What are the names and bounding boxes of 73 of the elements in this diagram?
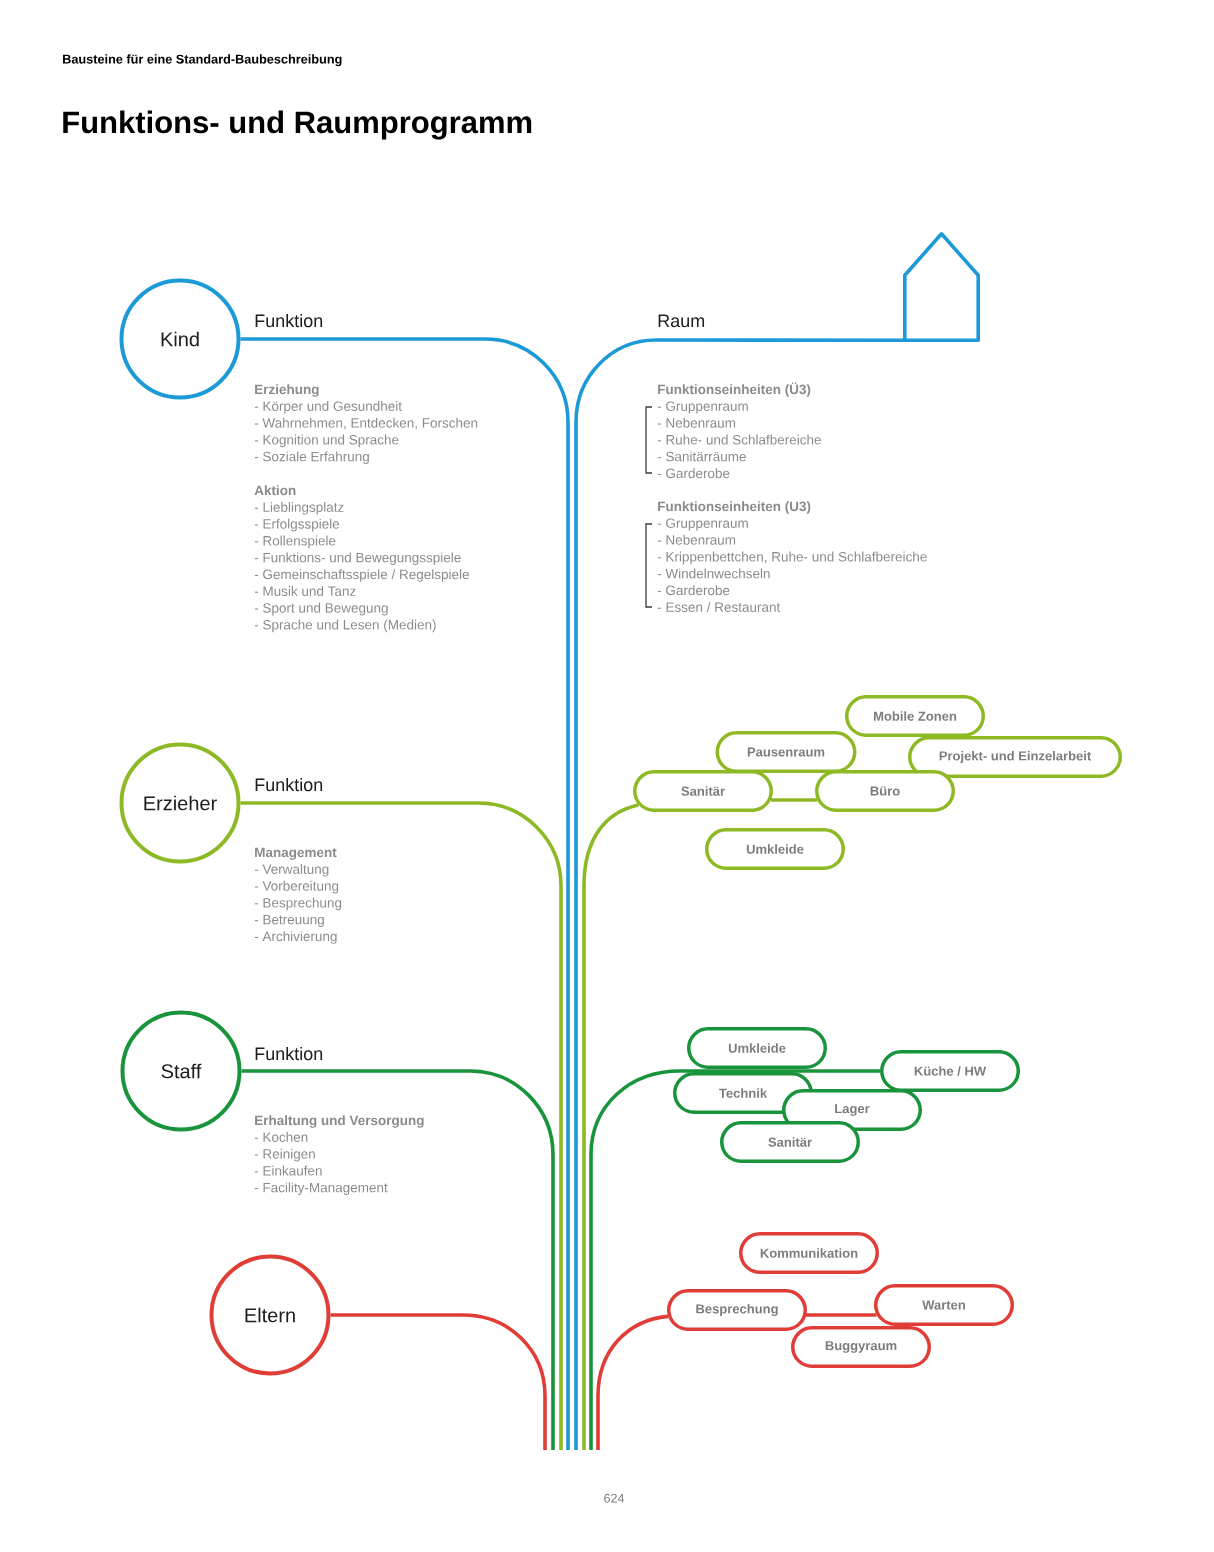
circle-node: Eltern — [209, 1254, 331, 1376]
pill-box: Pausenraum — [715, 731, 857, 773]
pill-box: Warten — [874, 1284, 1014, 1326]
list-heading: Aktion — [254, 485, 296, 496]
list-item: - Gruppenraum — [657, 401, 748, 414]
list-item: - Garderobe — [657, 585, 730, 596]
list-item: - Lieblingsplatz — [254, 502, 344, 515]
list-item: - Sprache und Lesen (Medien) — [254, 619, 436, 633]
list-item: - Funktions- und Bewegungsspiele — [254, 552, 461, 565]
pill-box: Küche / HW — [880, 1050, 1020, 1092]
branch-line — [240, 801, 563, 1450]
list-item: - Krippenbettchen, Ruhe- und Schlafbereiche — [657, 551, 927, 565]
list-heading: Funktionseinheiten (U3) — [658, 501, 811, 514]
branch-line — [574, 338, 905, 1450]
list-item: - Ruhe- und Schlafbereiche — [657, 434, 821, 445]
list-item: - Kochen — [254, 1132, 308, 1142]
list-item: - Archivierung — [254, 931, 337, 944]
branch-line — [589, 1069, 880, 1450]
list-heading: Funktionseinheiten (Ü3) — [658, 382, 811, 397]
pill-box: Projekt- und Einzelarbeit — [908, 736, 1122, 778]
pill-box: Kommunikation — [739, 1232, 879, 1274]
list-item: - Facility-Management — [254, 1182, 388, 1195]
list-item: - Vorbereitung — [254, 880, 339, 894]
edge-label: Raum — [658, 314, 705, 328]
list-item: - Windelnwechseln — [657, 568, 770, 579]
circle-node: Staff — [120, 1010, 242, 1132]
pill-box: Sanitär — [720, 1121, 860, 1163]
list-item: - Nebenraum — [657, 534, 736, 545]
list-item: - Kognition und Sprache — [254, 434, 399, 448]
branch-line — [241, 1069, 555, 1450]
branch-line — [596, 1314, 669, 1450]
list-item: - Körper und Gesundheit — [254, 401, 402, 414]
pill-box: Besprechung — [667, 1289, 807, 1331]
pill-box: Sanitär — [633, 770, 773, 812]
edge-label: Funktion — [255, 777, 323, 792]
list-heading: Erziehung — [255, 384, 319, 397]
edge-label: Funktion — [255, 1046, 323, 1061]
pill-box: Büro — [815, 770, 955, 812]
list-item: - Besprechung — [254, 897, 342, 911]
branch-line — [240, 337, 570, 1450]
title: Funktions- und Raumprogramm — [63, 110, 532, 140]
list-item: - Soziale Erfahrung — [254, 451, 369, 464]
pill-box: Mobile Zonen — [845, 695, 985, 737]
list-heading: Management — [255, 847, 337, 860]
list-item: - Sanitärräume — [657, 451, 746, 462]
list-item: - Betreuung — [254, 914, 324, 927]
list-item: - Einkaufen — [254, 1165, 322, 1176]
circle-node: Erzieher — [119, 742, 241, 864]
page-number: 624 — [604, 1493, 625, 1503]
branch-line — [805, 1313, 877, 1317]
list-item: - Sport und Bewegung — [254, 602, 388, 616]
pill-box: Umkleide — [705, 828, 845, 870]
list-item: - Gemeinschaftsspiele / Regelspiele — [254, 569, 469, 582]
circle-node: Kind — [119, 278, 241, 400]
running-header: Bausteine für eine Standard-Baubeschreibung — [63, 54, 342, 67]
pill-box: Buggyraum — [791, 1326, 931, 1368]
list-item: - Gruppenraum — [657, 518, 748, 531]
list-item: - Erfolgsspiele — [254, 518, 340, 532]
branch-line — [771, 798, 817, 802]
list-item: - Rollenspiele — [254, 535, 336, 549]
house-outline — [903, 232, 980, 342]
list-item: - Verwaltung — [254, 864, 329, 877]
list-heading: Erhaltung und Versorgung — [255, 1115, 424, 1128]
edge-label: Funktion — [255, 313, 323, 328]
pill-box: Umkleide — [687, 1027, 827, 1069]
list-item: - Wahrnehmen, Entdecken, Forschen — [254, 417, 478, 430]
list-item: - Garderobe — [657, 468, 730, 479]
branch-line — [330, 1313, 547, 1450]
list-item: - Essen / Restaurant — [657, 602, 781, 612]
list-item: - Reinigen — [254, 1148, 315, 1162]
list-item: - Musik und Tanz — [254, 586, 356, 596]
list-item: - Nebenraum — [657, 417, 736, 428]
branch-line — [582, 803, 639, 1450]
